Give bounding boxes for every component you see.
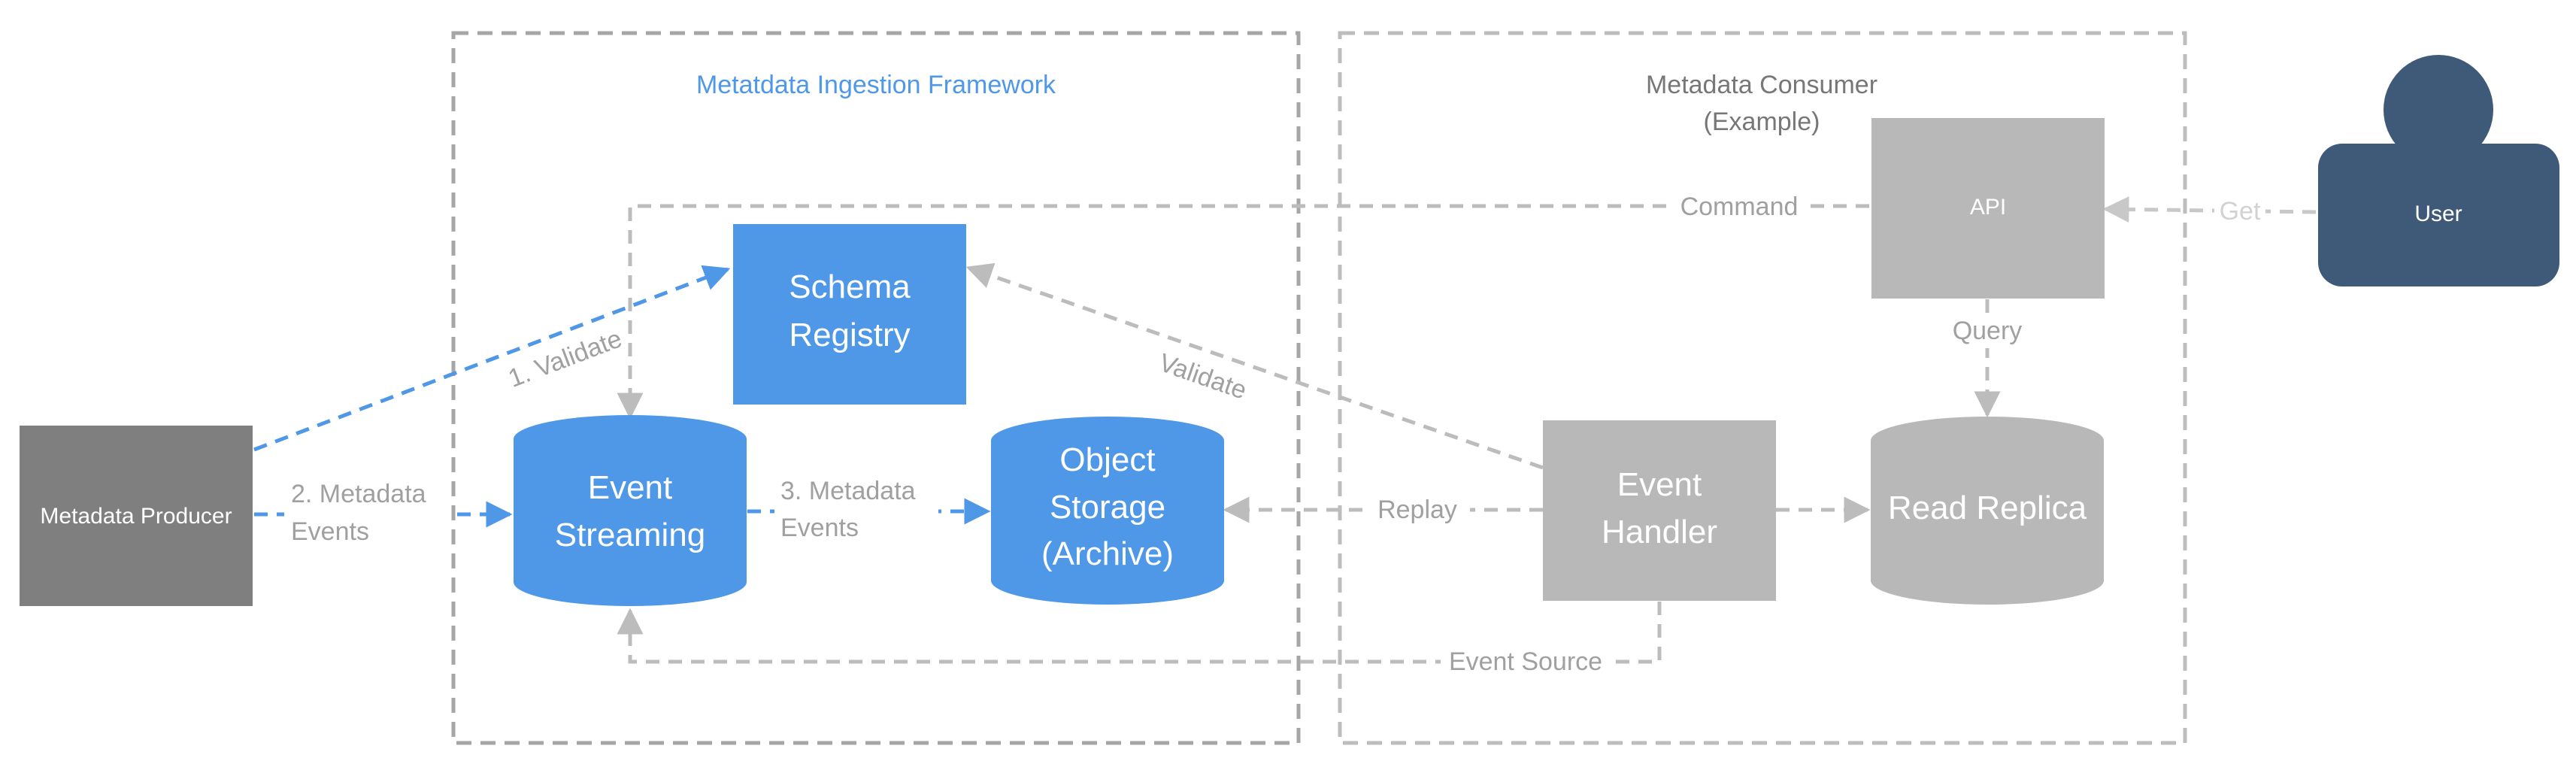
edge-get-label-bg bbox=[2214, 194, 2265, 227]
edge-query-label-bg bbox=[1942, 314, 2032, 348]
object-storage-label-line2: Storage bbox=[1050, 489, 1165, 526]
edge-metadata-events-2-label-line1: 2. Metadata bbox=[291, 480, 426, 508]
edge-metadata-events-3-label-line1: 3. Metadata bbox=[780, 477, 916, 505]
edge-metadata-events-2-label-line2: Events bbox=[291, 517, 369, 546]
edge-metadata-events-2-label-bg bbox=[284, 474, 448, 549]
user-person[interactable] bbox=[2318, 55, 2559, 286]
edge-metadata-events-3-label-bg bbox=[774, 471, 938, 546]
edge-command-label: Command bbox=[1680, 192, 1799, 221]
schema-registry-label-line2: Registry bbox=[789, 317, 910, 353]
event-handler-box[interactable] bbox=[1543, 420, 1776, 601]
edge-validate bbox=[965, 262, 1544, 470]
edge-event-source-label-bg bbox=[1441, 644, 1611, 680]
event-streaming-cylinder[interactable] bbox=[514, 415, 747, 606]
edge-metadata-events-3-label-line2: Events bbox=[780, 514, 859, 542]
schema-registry-box[interactable] bbox=[733, 224, 966, 405]
read-replica-cylinder[interactable] bbox=[1871, 417, 2104, 605]
consumer-title-line1: Metadata Consumer bbox=[1646, 71, 1877, 99]
schema-registry-label-line1: Schema bbox=[789, 268, 911, 305]
read-replica-label: Read Replica bbox=[1888, 490, 2087, 526]
edge-get bbox=[2102, 196, 2317, 223]
event-streaming-label-line1: Event bbox=[588, 469, 673, 506]
event-streaming-label-line2: Streaming bbox=[555, 517, 706, 553]
ingestion-framework-boundary bbox=[451, 31, 1301, 745]
edge-command-label-bg bbox=[1668, 188, 1811, 224]
api-label: API bbox=[1970, 195, 2006, 220]
edge-validate-label: Validate bbox=[1156, 348, 1250, 405]
api-box[interactable] bbox=[1871, 118, 2105, 299]
user-label: User bbox=[2414, 202, 2462, 226]
metadata-producer-box[interactable] bbox=[20, 426, 253, 606]
edge-validate-1 bbox=[253, 265, 731, 452]
object-storage-label-line3: (Archive) bbox=[1041, 535, 1174, 572]
object-storage-cylinder[interactable] bbox=[991, 417, 1224, 605]
edge-replay-label: Replay bbox=[1377, 496, 1457, 524]
object-storage-label-line1: Object bbox=[1059, 441, 1155, 478]
edge-query-label: Query bbox=[1953, 317, 2023, 345]
edge-event-source bbox=[617, 602, 1662, 664]
edge-event-source-label: Event Source bbox=[1449, 647, 1602, 676]
ingestion-framework-title: Metatdata Ingestion Framework bbox=[696, 71, 1056, 99]
consumer-title-line2: (Example) bbox=[1704, 108, 1820, 136]
event-handler-label-line1: Event bbox=[1617, 466, 1702, 503]
metadata-producer-label: Metadata Producer bbox=[40, 504, 232, 529]
event-handler-label-line2: Handler bbox=[1602, 514, 1717, 550]
edge-command bbox=[617, 204, 1869, 420]
edge-validate-1-label: 1. Validate bbox=[505, 324, 626, 393]
edge-get-label: Get bbox=[2220, 197, 2261, 226]
edge-replay-label-bg bbox=[1365, 492, 1470, 528]
consumer-boundary bbox=[1338, 31, 2187, 745]
